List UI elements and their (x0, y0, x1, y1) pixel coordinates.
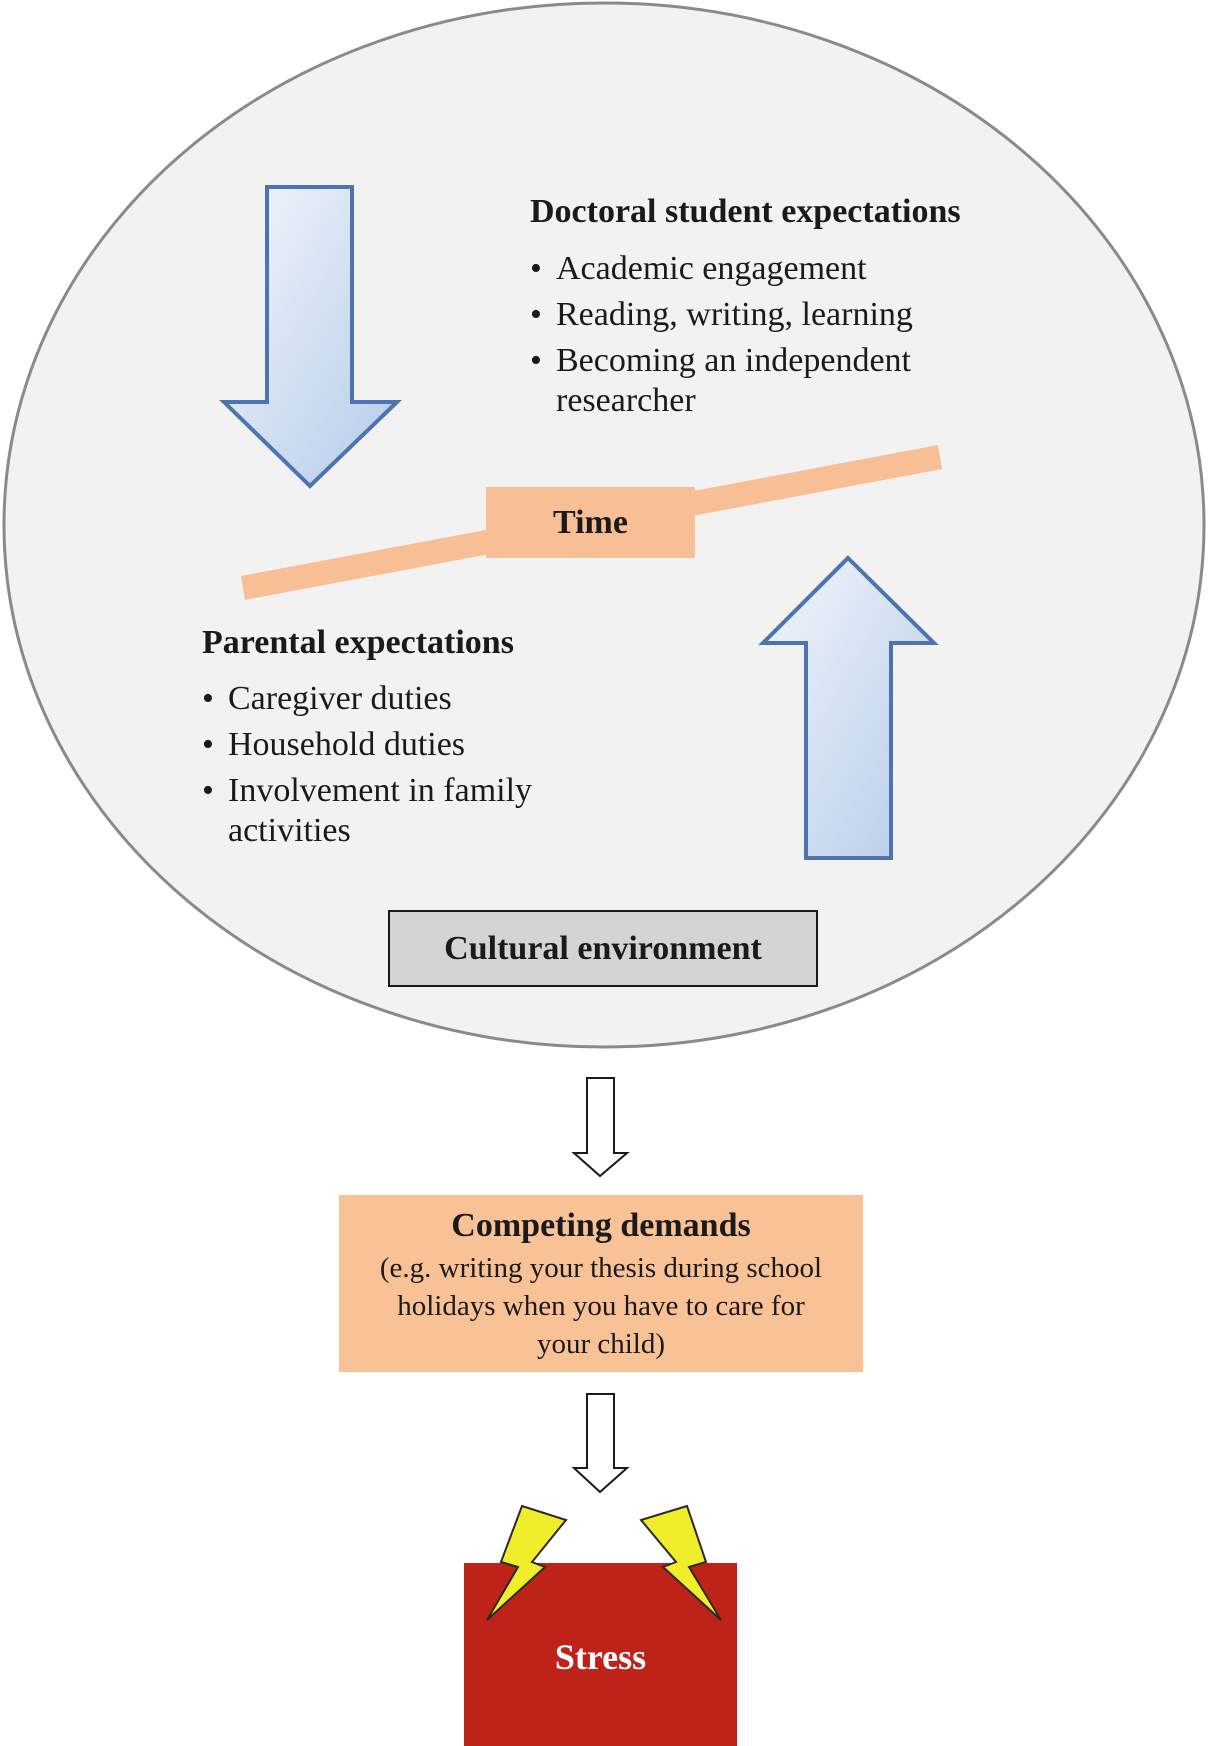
lightning-bolt-icon (639, 1504, 722, 1621)
list-item: Academic engagement (530, 249, 970, 289)
list-item: Reading, writing, learning (530, 295, 970, 335)
list-item: Involvement in family activities (202, 771, 598, 851)
competing-demands-content: Competing demands (e.g. writing your the… (339, 1195, 863, 1372)
stress-label: Stress (554, 1637, 647, 1677)
doctoral-expectations-list: Academic engagement Reading, writing, le… (530, 249, 970, 427)
competing-demands-title: Competing demands (451, 1206, 751, 1244)
list-item: Household duties (202, 725, 592, 765)
time-label: Time (553, 503, 628, 541)
cultural-environment-box (388, 910, 818, 987)
competing-demands-description: (e.g. writing your thesis during school … (379, 1251, 823, 1360)
parental-expectations-heading: Parental expectations (202, 624, 514, 661)
doctoral-expectations-heading: Doctoral student expectations (530, 193, 961, 230)
hollow-down-arrow-icon (571, 1077, 630, 1178)
up-arrow-icon (758, 555, 939, 860)
competing-demands-box (339, 1195, 863, 1372)
parental-expectations-list: Caregiver duties Household duties Involv… (202, 679, 592, 857)
cultural-environment-label: Cultural environment (444, 929, 762, 967)
lightning-bolt-icon (486, 1504, 568, 1621)
down-arrow-icon (219, 185, 402, 489)
hollow-down-arrow-icon (571, 1393, 630, 1494)
time-box (486, 487, 695, 558)
list-item: Becoming an independent researcher (530, 341, 956, 421)
list-item: Caregiver duties (202, 679, 592, 719)
